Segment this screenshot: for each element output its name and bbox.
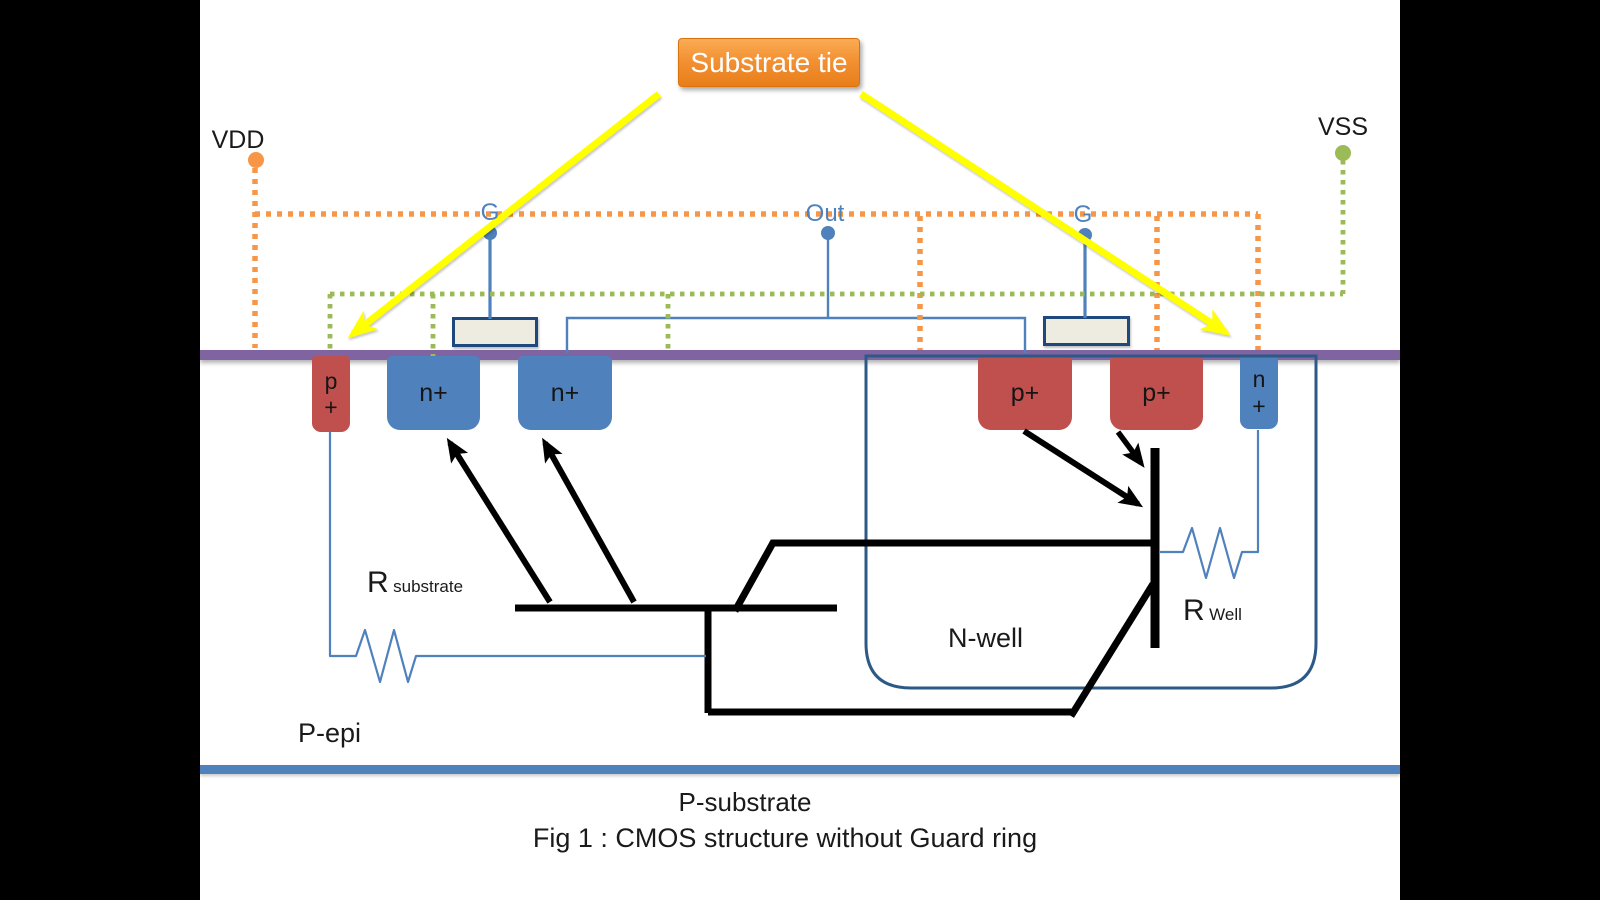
terminal-dots [483, 226, 1092, 242]
figure-caption: Fig 1 : CMOS structure without Guard rin… [532, 823, 1038, 853]
pmos-source-label: p+ [1142, 378, 1171, 407]
gate-stems [488, 233, 1087, 319]
r-well-label: R Well [1183, 594, 1242, 628]
out-wire [565, 233, 1027, 353]
oxide-surface-bar [200, 350, 1400, 360]
nmos-drain-region: n+ [518, 356, 612, 430]
vdd-rail-label: VDD [211, 126, 265, 154]
substrate-tie-arrow-right [859, 91, 1231, 336]
p-plus-substrate-tie-region: p + [312, 356, 350, 432]
output-terminal-label: Out [805, 200, 845, 227]
r-substrate-label: R substrate [367, 566, 463, 600]
nwell-tap-label-top: n [1252, 366, 1266, 393]
nmos-drain-label: n+ [550, 378, 580, 407]
nmos-gate-terminal-label: G [480, 199, 500, 226]
p-tie-label-top: p [324, 367, 338, 394]
nmos-gate-poly [452, 317, 538, 347]
pmos-source-region: p+ [1110, 356, 1203, 430]
pmos-drain-label: p+ [1010, 378, 1040, 407]
p-substrate-boundary-bar [200, 765, 1400, 774]
r-well-subscript: Well [1209, 605, 1242, 624]
letterbox-right [1400, 0, 1600, 900]
p-epi-region-label: P-epi [298, 718, 362, 748]
r-well-wire [1160, 430, 1260, 580]
r-substrate-wire [328, 432, 706, 684]
nwell-region-label: N-well [948, 623, 1024, 653]
vss-node-dot [1335, 145, 1351, 161]
vss-rail-label: VSS [1317, 113, 1369, 141]
p-substrate-region-label: P-substrate [678, 787, 812, 817]
parasitic-transistor-structure [446, 428, 1160, 718]
r-substrate-symbol: R [367, 566, 389, 599]
nmos-source-label: n+ [419, 378, 448, 407]
r-well-symbol: R [1183, 594, 1205, 627]
nmos-source-region: n+ [387, 356, 480, 430]
r-substrate-subscript: substrate [393, 577, 464, 596]
slide-canvas: p + n+ n+ p+ p+ n + Substrate tie VDD VS… [200, 0, 1400, 900]
pmos-gate-poly [1043, 316, 1130, 346]
letterbox-left [0, 0, 200, 900]
nwell-tap-region: n + [1240, 356, 1278, 429]
p-tie-label-bottom: + [324, 394, 338, 420]
nwell-tap-label-bottom: + [1252, 392, 1266, 419]
pmos-drain-region: p+ [978, 356, 1072, 430]
substrate-tie-box: Substrate tie [678, 38, 860, 87]
substrate-tie-box-label: Substrate tie [690, 46, 848, 78]
pmos-gate-terminal-label: G [1073, 201, 1093, 228]
